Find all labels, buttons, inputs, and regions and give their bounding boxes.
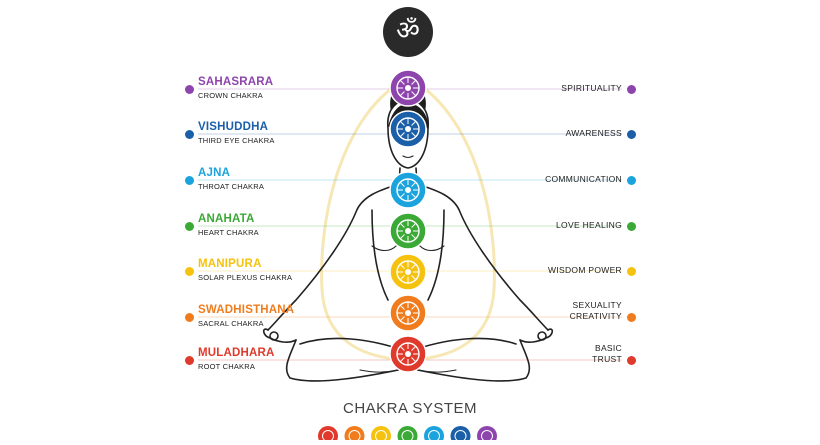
chakra-name: MANIPURA <box>198 258 262 270</box>
chakra-symbol-swadhisthana <box>389 294 427 332</box>
quality-text: COMMUNICATION <box>545 174 622 184</box>
chakra-symbol-manipura <box>389 253 427 291</box>
chakra-name: SAHASRARA <box>198 76 274 88</box>
dot-icon <box>185 356 194 365</box>
dot-icon <box>185 130 194 139</box>
quality-text: TRUST <box>592 354 622 364</box>
mini-chakra-anahata <box>397 426 418 445</box>
quality-text: BASIC <box>594 343 622 353</box>
chakra-symbol-vishuddha <box>389 110 427 148</box>
chakra-name: SWADHISTHANA <box>198 304 295 316</box>
chakra-subtitle: CROWN CHAKRA <box>198 91 263 100</box>
chakra-name: ANAHATA <box>198 213 255 225</box>
chakra-name: AJNA <box>198 167 231 179</box>
chakra-subtitle: THIRD EYE CHAKRA <box>198 136 275 145</box>
mini-chakra-ajna <box>424 426 444 445</box>
om-icon: ॐ <box>383 7 433 57</box>
mini-chakra-manipura <box>371 426 391 445</box>
quality-text: WISDOM POWER <box>548 265 622 275</box>
quality-text: SPIRITUALITY <box>561 83 622 93</box>
chakra-subtitle: SACRAL CHAKRA <box>198 319 264 328</box>
chakra-subtitle: ROOT CHAKRA <box>198 362 256 371</box>
dot-icon <box>185 176 194 185</box>
chakra-symbol-anahata <box>389 212 427 250</box>
dot-icon <box>627 222 636 231</box>
dot-icon <box>185 313 194 322</box>
chakra-subtitle: THROAT CHAKRA <box>198 182 265 191</box>
dot-icon <box>185 267 194 276</box>
mini-chakra-muladhara <box>318 426 338 445</box>
dot-icon <box>627 356 636 365</box>
quality-text: CREATIVITY <box>569 311 622 321</box>
dot-icon <box>627 85 636 94</box>
dot-icon <box>185 85 194 94</box>
dot-icon <box>627 176 636 185</box>
quality-text: AWARENESS <box>565 128 622 138</box>
chakra-name: VISHUDDHA <box>198 121 269 133</box>
chakra-symbol-sahasrara <box>389 69 427 107</box>
dot-icon <box>627 313 636 322</box>
quality-text: SEXUALITY <box>572 300 622 310</box>
chakra-name: MULADHARA <box>198 347 275 359</box>
mini-chakra-vishuddha <box>450 426 471 445</box>
dot-icon <box>185 222 194 231</box>
dot-icon <box>627 267 636 276</box>
diagram-title: CHAKRA SYSTEM <box>342 400 478 417</box>
chakra-subtitle: SOLAR PLEXUS CHAKRA <box>198 273 293 282</box>
chakra-symbol-muladhara <box>389 335 427 373</box>
chakra-subtitle: HEART CHAKRA <box>198 228 259 237</box>
mini-chakra-swadhisthana <box>344 426 365 445</box>
chakra-symbol-ajna <box>389 171 427 209</box>
dot-icon <box>627 130 636 139</box>
mini-chakra-sahasrara <box>477 426 497 445</box>
quality-text: LOVE HEALING <box>556 220 622 230</box>
